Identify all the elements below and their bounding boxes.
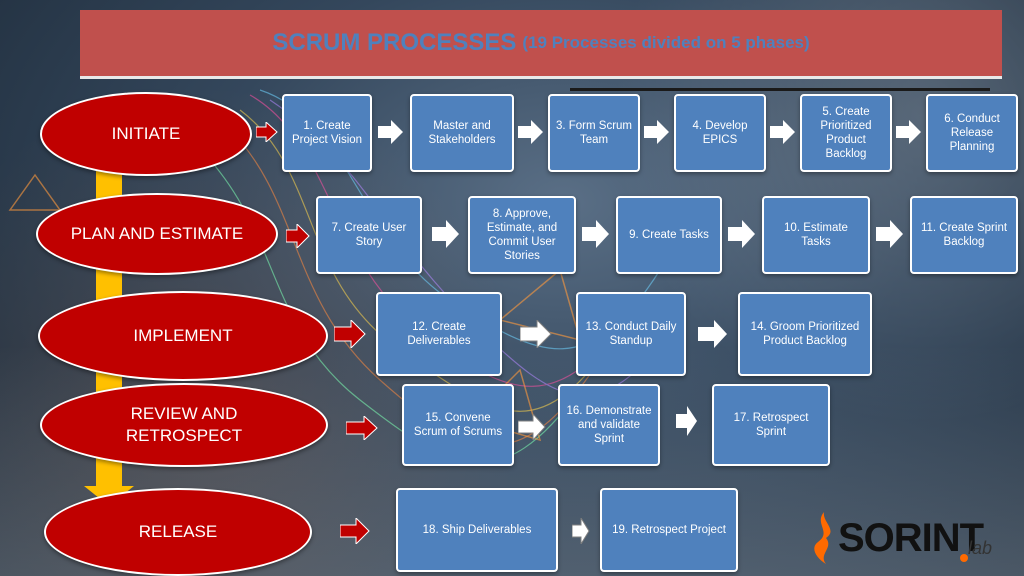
phase-label: IMPLEMENT	[133, 326, 233, 345]
red-arrow-icon	[334, 320, 366, 348]
flow-arrow-icon	[572, 518, 590, 544]
process-label: 14. Groom Prioritized Product Backlog	[750, 321, 860, 347]
phase-label: REVIEW AND RETROSPECT	[125, 404, 243, 445]
process-12[interactable]: 12. Create Deliverables	[376, 292, 502, 376]
red-arrow-icon	[346, 416, 378, 440]
process-label: 17. Retrospect Sprint	[733, 412, 809, 438]
process-14[interactable]: 14. Groom Prioritized Product Backlog	[738, 292, 872, 376]
red-arrow-icon	[286, 224, 310, 248]
phase-release: RELEASE	[44, 488, 312, 576]
process-label: 5. Create Prioritized Product Backlog	[820, 106, 872, 160]
process-16[interactable]: 16. Demonstrate and validate Sprint	[558, 384, 660, 466]
process-3[interactable]: 3. Form Scrum Team	[548, 94, 640, 172]
process-11[interactable]: 11. Create Sprint Backlog	[910, 196, 1018, 274]
logo-text: SORINT	[838, 516, 984, 560]
flow-arrow-icon	[728, 220, 755, 248]
process-label: 10. Estimate Tasks	[784, 222, 848, 248]
process-label: 9. Create Tasks	[629, 229, 709, 241]
process-label: 16. Demonstrate and validate Sprint	[566, 405, 652, 445]
logo-dot	[960, 554, 968, 562]
red-arrow-icon	[340, 518, 370, 544]
flow-arrow-icon	[896, 120, 921, 144]
process-15[interactable]: 15. Convene Scrum of Scrums	[402, 384, 514, 466]
flow-arrow-icon	[520, 320, 552, 348]
phase-initiate: INITIATE	[40, 92, 252, 176]
process-label: 18. Ship Deliverables	[422, 524, 532, 536]
process-label: 7. Create User Story	[331, 222, 407, 248]
title-underline	[570, 88, 990, 91]
process-label: 8. Approve, Estimate, and Commit User St…	[486, 208, 558, 262]
phase-label: PLAN AND ESTIMATE	[70, 224, 244, 243]
title-band: SCRUM PROCESSES (19 Processes divided on…	[80, 10, 1002, 79]
flow-arrow-icon	[676, 406, 697, 436]
page-title: SCRUM PROCESSES	[272, 29, 517, 56]
flow-arrow-icon	[432, 220, 459, 248]
flow-arrow-icon	[582, 220, 609, 248]
process-19[interactable]: 19. Retrospect Project	[600, 488, 738, 572]
process-18[interactable]: 18. Ship Deliverables	[396, 488, 558, 572]
page-subtitle: (19 Processes divided on 5 phases)	[522, 33, 810, 52]
phase-implement: IMPLEMENT	[38, 291, 328, 381]
process-label: 4. Develop EPICS	[692, 120, 748, 146]
flow-arrow-icon	[378, 120, 403, 144]
process-13[interactable]: 13. Conduct Daily Standup	[576, 292, 686, 376]
flow-arrow-icon	[770, 120, 795, 144]
flow-arrow-icon	[518, 414, 546, 440]
flow-arrow-icon	[518, 120, 543, 144]
process-label: 19. Retrospect Project	[612, 524, 726, 536]
flame-icon	[814, 512, 831, 564]
phase-label: INITIATE	[111, 124, 181, 143]
process-label: 1. Create Project Vision	[291, 120, 363, 146]
process-label: 3. Form Scrum Team	[555, 120, 633, 146]
sorint-logo: SORINT lab	[810, 510, 1010, 566]
red-arrow-icon	[256, 122, 278, 142]
phase-review-and-retrospect: REVIEW AND RETROSPECT	[40, 383, 328, 467]
process-6[interactable]: 6. Conduct Release Planning	[926, 94, 1018, 172]
process-5[interactable]: 5. Create Prioritized Product Backlog	[800, 94, 892, 172]
process-label: Master and Stakeholders	[428, 120, 496, 146]
process-17[interactable]: 17. Retrospect Sprint	[712, 384, 830, 466]
process-label: 12. Create Deliverables	[407, 321, 471, 347]
process-2[interactable]: Master and Stakeholders	[410, 94, 514, 172]
process-4[interactable]: 4. Develop EPICS	[674, 94, 766, 172]
phase-plan-and-estimate: PLAN AND ESTIMATE	[36, 193, 278, 275]
process-9[interactable]: 9. Create Tasks	[616, 196, 722, 274]
process-label: 15. Convene Scrum of Scrums	[413, 412, 503, 438]
process-label: 11. Create Sprint Backlog	[920, 222, 1008, 248]
process-10[interactable]: 10. Estimate Tasks	[762, 196, 870, 274]
flow-arrow-icon	[876, 220, 903, 248]
flow-arrow-icon	[698, 320, 727, 348]
process-label: 13. Conduct Daily Standup	[585, 321, 677, 347]
flow-arrow-icon	[644, 120, 669, 144]
process-1[interactable]: 1. Create Project Vision	[282, 94, 372, 172]
process-label: 6. Conduct Release Planning	[944, 113, 1000, 153]
logo-suffix: lab	[968, 538, 993, 558]
process-7[interactable]: 7. Create User Story	[316, 196, 422, 274]
phase-label: RELEASE	[138, 522, 218, 541]
process-8[interactable]: 8. Approve, Estimate, and Commit User St…	[468, 196, 576, 274]
